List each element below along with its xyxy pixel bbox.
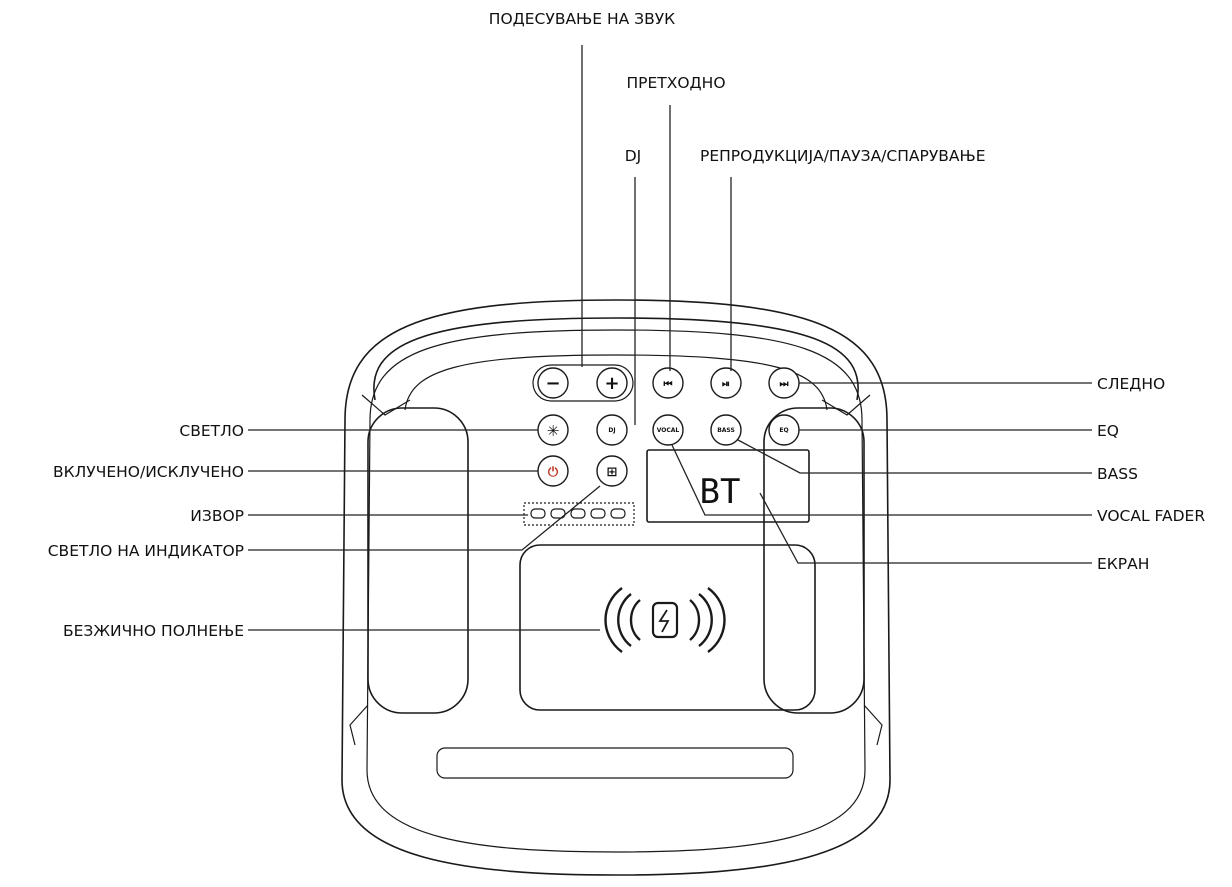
- power-icon: ⏻: [548, 465, 559, 480]
- label-eq: EQ: [1097, 422, 1119, 440]
- label-bass: BASS: [1097, 465, 1138, 483]
- dj-button[interactable]: DJ: [596, 414, 628, 446]
- minus-icon: −: [545, 373, 560, 394]
- indicator-led: [550, 508, 566, 519]
- indicator-led: [570, 508, 586, 519]
- previous-icon: ⏮: [664, 379, 673, 390]
- light-icon: ✳: [547, 422, 560, 440]
- label-source: ИЗВОР: [190, 507, 244, 525]
- volume-pill: [532, 364, 634, 402]
- label-wireless-charging: БЕЗЖИЧНО ПОЛНЕЊЕ: [63, 622, 244, 640]
- right-grip: [763, 407, 865, 714]
- eq-button[interactable]: EQ: [768, 414, 800, 446]
- next-button[interactable]: ⏭: [768, 367, 800, 399]
- labels: ПОДЕСУВАЊЕ НА ЗВУК ПРЕТХОДНО DJ РЕПРОДУК…: [48, 10, 1206, 640]
- left-grip: [367, 407, 469, 714]
- volume-up-button[interactable]: +: [596, 367, 628, 399]
- bottom-slot: [436, 747, 794, 779]
- source-icon: ⊞: [607, 465, 618, 480]
- label-screen: ЕКРАН: [1097, 555, 1149, 573]
- speaker-body: [341, 299, 891, 876]
- wireless-charging-pad[interactable]: [519, 544, 816, 711]
- eq-button-label: EQ: [779, 427, 788, 434]
- vocal-fader-button[interactable]: VOCAL: [652, 414, 684, 446]
- leader-lines: [248, 45, 1092, 631]
- bass-button[interactable]: BASS: [710, 414, 742, 446]
- wireless-charging-icon: [604, 587, 726, 653]
- label-volume: ПОДЕСУВАЊЕ НА ЗВУК: [489, 10, 675, 28]
- vocal-button-label: VOCAL: [657, 427, 680, 434]
- display-screen: BT: [646, 449, 810, 523]
- bass-button-label: BASS: [717, 427, 735, 434]
- dj-button-label: DJ: [608, 427, 615, 434]
- source-button[interactable]: ⊞: [596, 455, 628, 487]
- label-power: ВКЛУЧЕНО/ИСКЛУЧЕНО: [53, 463, 244, 481]
- plus-icon: +: [604, 373, 619, 394]
- next-icon: ⏭: [780, 379, 789, 390]
- label-next: СЛЕДНО: [1097, 375, 1165, 393]
- indicator-led: [590, 508, 606, 519]
- display-text: BT: [700, 472, 741, 512]
- label-dj: DJ: [625, 147, 642, 165]
- indicator-lights: [523, 502, 635, 526]
- indicator-led: [610, 508, 626, 519]
- power-button[interactable]: ⏻: [537, 455, 569, 487]
- play-pause-icon: ⏯: [722, 379, 730, 390]
- label-light: СВЕТЛО: [179, 422, 244, 440]
- control-panel: − + ⏮ ⏯ ⏭ ✳ DJ VOCAL: [523, 364, 810, 526]
- label-play-pause: РЕПРОДУКЦИЈА/ПАУЗА/СПАРУВАЊЕ: [700, 147, 986, 165]
- indicator-led: [530, 508, 546, 519]
- label-vocal-fader: VOCAL FADER: [1097, 507, 1205, 525]
- label-previous: ПРЕТХОДНО: [626, 74, 725, 92]
- volume-down-button[interactable]: −: [537, 367, 569, 399]
- label-indicator-light: СВЕТЛО НА ИНДИКАТОР: [48, 542, 244, 560]
- light-button[interactable]: ✳: [537, 414, 569, 446]
- play-pause-button[interactable]: ⏯: [710, 367, 742, 399]
- previous-button[interactable]: ⏮: [652, 367, 684, 399]
